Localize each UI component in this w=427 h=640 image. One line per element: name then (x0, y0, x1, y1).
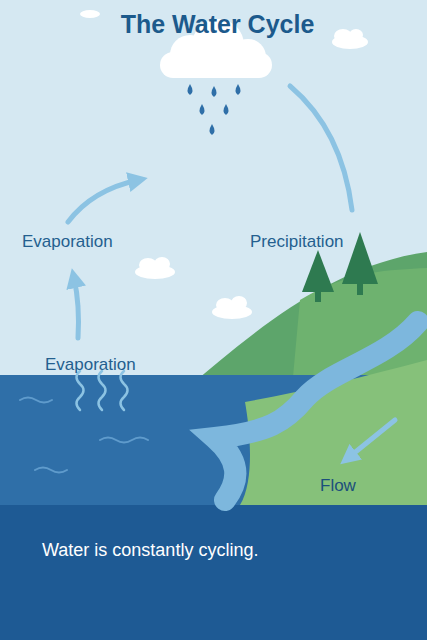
river (215, 322, 418, 500)
raindrops (188, 84, 241, 135)
process-label: Evaporation (45, 355, 136, 375)
diagram-title: The Water Cycle (4, 10, 427, 39)
flow-arrow (348, 420, 395, 458)
process-label: Evaporation (22, 232, 113, 252)
process-label: Precipitation (250, 232, 344, 252)
waves (20, 398, 148, 473)
vapour-squiggles (77, 371, 128, 410)
process-label: Flow (320, 476, 356, 496)
diagram-caption: Water is constantly cycling. (42, 540, 258, 561)
small-clouds (80, 10, 368, 319)
deep-sea (0, 505, 427, 640)
